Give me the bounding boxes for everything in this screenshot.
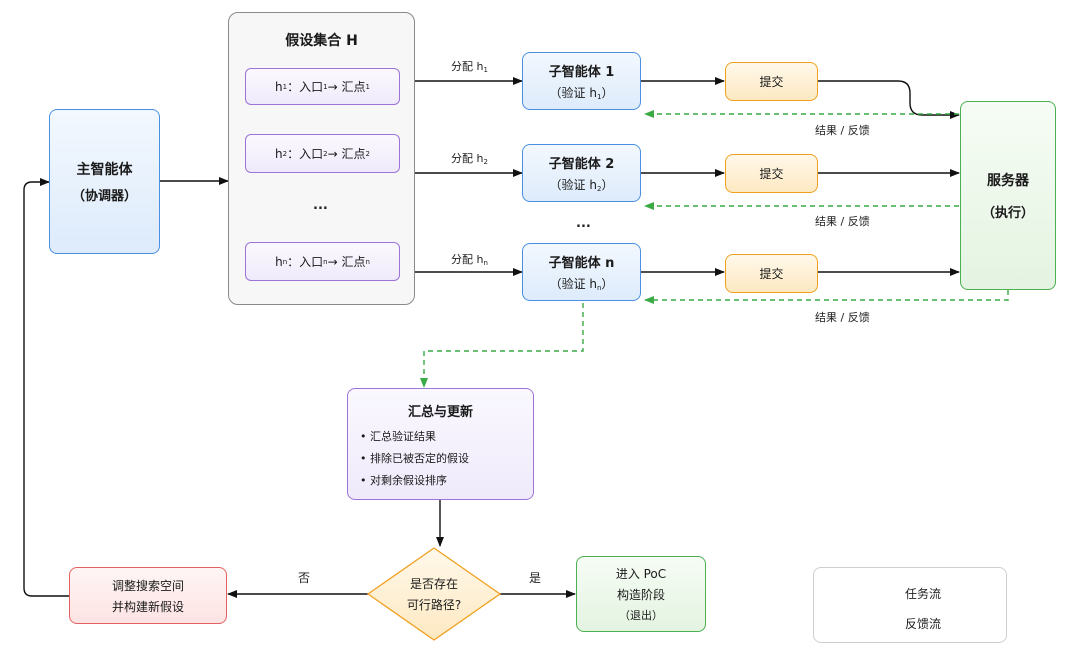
subagent-subtitle: （验证 h1） bbox=[549, 86, 614, 101]
legend-task-flow-label: 任务流 bbox=[905, 587, 942, 601]
edge-subagentn-to-aggregate bbox=[420, 303, 584, 388]
assign-label-2: 分配 h2 bbox=[451, 152, 488, 166]
hypothesis-ellipsis: ... bbox=[313, 198, 328, 213]
edge-adjust-to-main bbox=[23, 178, 69, 597]
hypothesis-symbol: h bbox=[275, 254, 283, 269]
submit-node-2: 提交 bbox=[725, 154, 818, 193]
poc-line-2: 构造阶段 bbox=[616, 588, 665, 602]
decision-node bbox=[366, 547, 502, 641]
subagent-title: 子智能体 2 bbox=[548, 157, 615, 172]
main-agent-subtitle: （协调器） bbox=[71, 189, 137, 204]
subagent-title: 子智能体 n bbox=[548, 256, 615, 271]
edge-submit1-to-server bbox=[818, 80, 960, 119]
aggregate-bullet: • 对剩余假设排序 bbox=[360, 474, 447, 487]
decision-text: 是否存在 可行路径? bbox=[386, 572, 482, 616]
subagent-node-2: 子智能体 2 （验证 h2） bbox=[522, 144, 641, 202]
subagent-subtitle: （验证 h2） bbox=[549, 178, 614, 193]
subagent-ellipsis: ... bbox=[576, 216, 591, 231]
edge-server-feedback-n bbox=[644, 290, 1009, 304]
server-node: 服务器 （执行） bbox=[960, 101, 1056, 290]
poc-line-3: （退出） bbox=[619, 609, 663, 622]
aggregate-bullet: • 排除已被否定的假设 bbox=[360, 452, 469, 465]
legend-box bbox=[813, 567, 1007, 643]
aggregate-node: 汇总与更新 • 汇总验证结果 • 排除已被否定的假设 • 对剩余假设排序 bbox=[347, 388, 534, 500]
subagent-title: 子智能体 1 bbox=[548, 65, 615, 80]
hypothesis-symbol: h bbox=[275, 146, 283, 161]
decision-line-2: 可行路径? bbox=[406, 598, 462, 612]
feedback-label-2: 结果 / 反馈 bbox=[815, 215, 870, 228]
main-agent-node: 主智能体 （协调器） bbox=[49, 109, 160, 254]
aggregate-title: 汇总与更新 bbox=[407, 405, 473, 420]
decision-line-1: 是否存在 bbox=[409, 577, 458, 591]
main-agent-title: 主智能体 bbox=[76, 162, 133, 178]
assign-label-n: 分配 hn bbox=[451, 253, 488, 267]
feedback-label-n: 结果 / 反馈 bbox=[815, 311, 870, 324]
aggregate-bullet: • 汇总验证结果 bbox=[360, 430, 436, 443]
legend-feedback-flow-label: 反馈流 bbox=[905, 617, 942, 631]
assign-label-1: 分配 h1 bbox=[451, 60, 488, 74]
hypothesis-symbol: h bbox=[275, 79, 283, 94]
adjust-line-2: 并构建新假设 bbox=[111, 599, 184, 614]
hypothesis-set-title: 假设集合 H bbox=[285, 33, 358, 49]
subagent-node-n: 子智能体 n （验证 hn） bbox=[522, 243, 641, 301]
poc-line-1: 进入 PoC bbox=[615, 567, 667, 581]
server-subtitle: （执行） bbox=[981, 206, 1034, 221]
adjust-node: 调整搜索空间 并构建新假设 bbox=[69, 567, 227, 624]
yes-label: 是 bbox=[529, 571, 542, 585]
submit-node-1: 提交 bbox=[725, 62, 818, 101]
feedback-label-1: 结果 / 反馈 bbox=[815, 124, 870, 137]
server-title: 服务器 bbox=[987, 173, 1029, 189]
no-label: 否 bbox=[298, 571, 311, 585]
subagent-subtitle: （验证 hn） bbox=[549, 277, 614, 292]
adjust-line-1: 调整搜索空间 bbox=[111, 578, 184, 593]
submit-node-n: 提交 bbox=[725, 254, 818, 293]
poc-node: 进入 PoC 构造阶段 （退出） bbox=[576, 556, 706, 632]
subagent-node-1: 子智能体 1 （验证 h1） bbox=[522, 52, 641, 110]
